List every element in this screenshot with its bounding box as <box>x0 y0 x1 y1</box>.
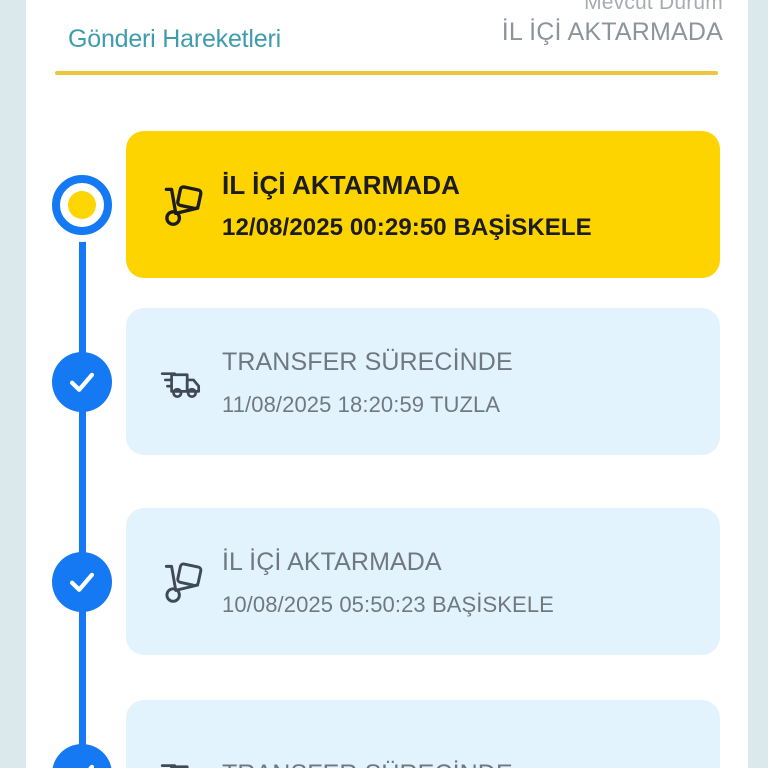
event-card-text: İL İÇİ AKTARMADA 12/08/2025 00:29:50 BAŞ… <box>222 162 704 248</box>
header-divider <box>55 71 718 75</box>
timeline-event[interactable]: TRANSFER SÜRECİNDE 11/08/2025 18:20:59 T… <box>26 308 748 455</box>
timeline-marker-done <box>52 351 112 412</box>
current-dot-icon <box>68 190 96 219</box>
current-status-value: İL İÇİ AKTARMADA <box>501 18 723 46</box>
event-card[interactable]: İL İÇİ AKTARMADA 10/08/2025 05:50:23 BAŞ… <box>126 508 720 655</box>
current-status-block: Mevcut Durum İL İÇİ AKTARMADA <box>502 0 723 48</box>
timeline-marker-done <box>52 743 112 768</box>
timeline-rail <box>79 199 86 768</box>
hand-truck-icon <box>154 177 210 233</box>
current-status-label: Mevcut Durum <box>584 0 723 14</box>
event-card[interactable]: TRANSFER SÜRECİNDE <box>126 700 720 768</box>
check-icon <box>87 764 95 768</box>
event-status: TRANSFER SÜRECİNDE <box>222 347 513 376</box>
timeline-marker-current <box>52 174 112 235</box>
event-card[interactable]: İL İÇİ AKTARMADA 12/08/2025 00:29:50 BAŞ… <box>126 131 720 278</box>
event-card-text: İL İÇİ AKTARMADA 10/08/2025 05:50:23 BAŞ… <box>222 539 704 625</box>
event-detail: 12/08/2025 00:29:50 BAŞİSKELE <box>222 213 592 241</box>
check-icon <box>69 572 95 592</box>
page-header: Gönderi Hareketleri Mevcut Durum İL İÇİ … <box>26 0 748 84</box>
shipment-tracking-screen: Gönderi Hareketleri Mevcut Durum İL İÇİ … <box>26 0 748 768</box>
shipment-timeline: İL İÇİ AKTARMADA 12/08/2025 00:29:50 BAŞ… <box>26 84 748 768</box>
event-detail: 10/08/2025 05:50:23 BAŞİSKELE <box>222 591 554 617</box>
event-status: İL İÇİ AKTARMADA <box>222 547 442 576</box>
event-status: İL İÇİ AKTARMADA <box>222 169 460 200</box>
check-icon <box>69 372 95 392</box>
delivery-truck-icon <box>154 354 210 410</box>
timeline-marker-done <box>52 551 112 612</box>
timeline-event[interactable]: İL İÇİ AKTARMADA 12/08/2025 00:29:50 BAŞ… <box>26 131 748 278</box>
delivery-truck-icon <box>154 746 210 768</box>
event-status: TRANSFER SÜRECİNDE <box>222 751 704 768</box>
hand-truck-icon <box>154 554 210 610</box>
timeline-event[interactable]: TRANSFER SÜRECİNDE <box>26 700 748 768</box>
timeline-event[interactable]: İL İÇİ AKTARMADA 10/08/2025 05:50:23 BAŞ… <box>26 508 748 655</box>
event-card-text: TRANSFER SÜRECİNDE <box>222 751 704 768</box>
page-title: Gönderi Hareketleri <box>68 25 281 53</box>
event-card[interactable]: TRANSFER SÜRECİNDE 11/08/2025 18:20:59 T… <box>126 308 720 455</box>
event-detail: 11/08/2025 18:20:59 TUZLA <box>222 391 501 417</box>
event-card-text: TRANSFER SÜRECİNDE 11/08/2025 18:20:59 T… <box>222 339 704 425</box>
